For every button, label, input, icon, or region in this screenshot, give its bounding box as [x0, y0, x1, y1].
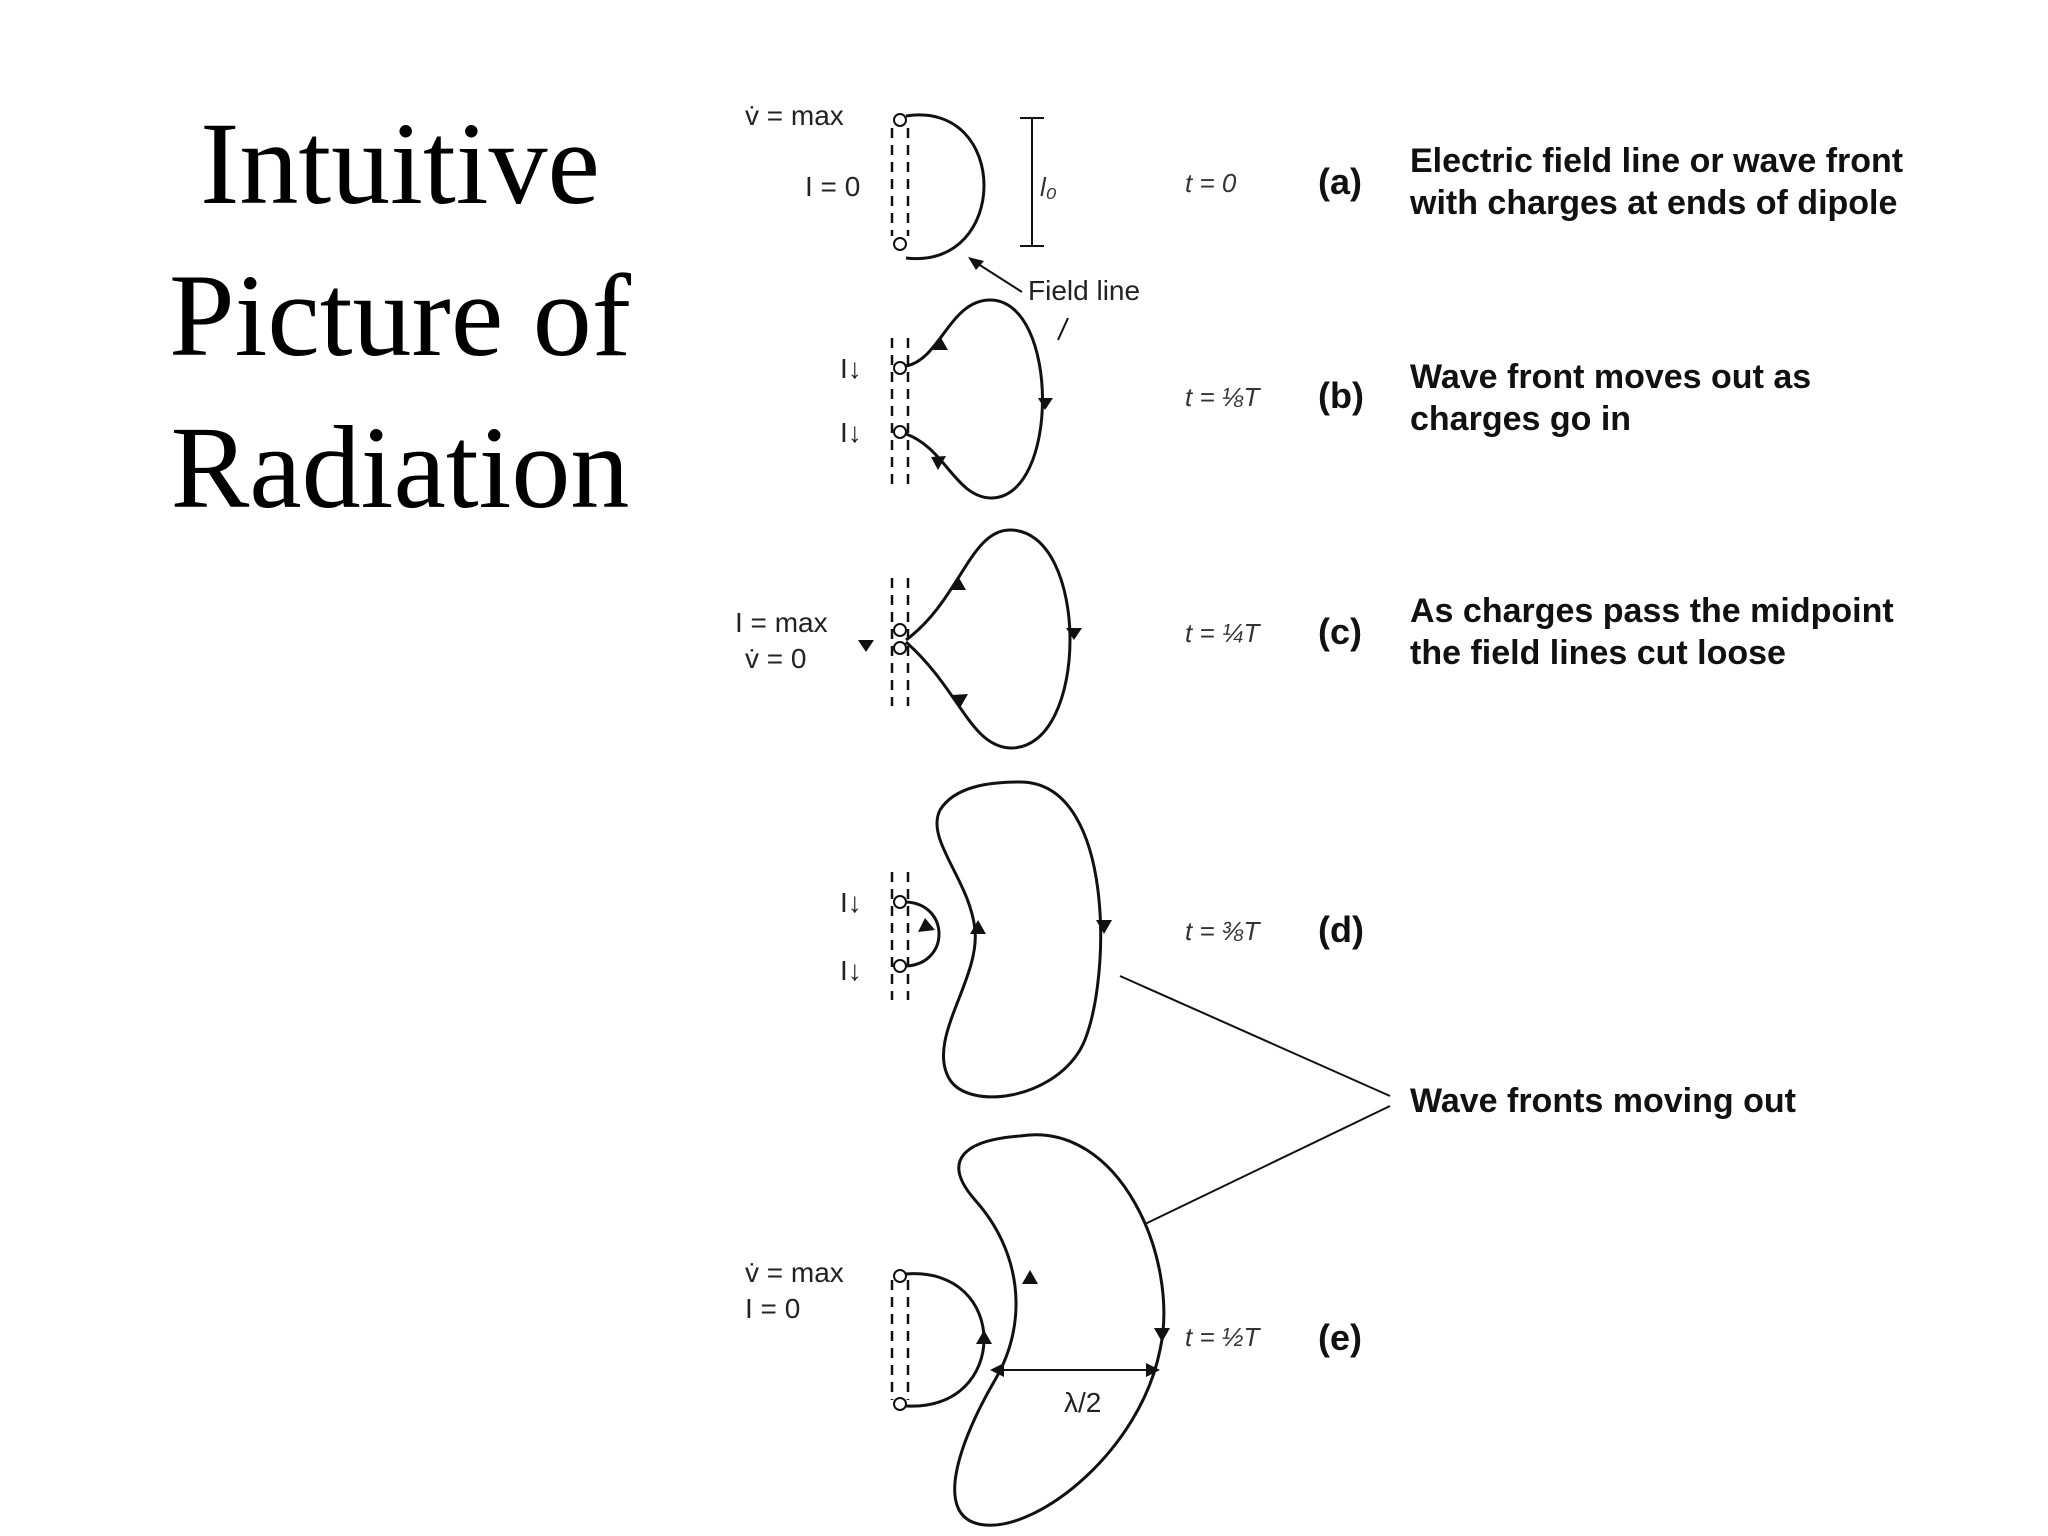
panel-e-wavelength-arrow-left [990, 1363, 1004, 1377]
panel-a-pointer-arrow [968, 257, 984, 270]
panel-c-charge-bottom [893, 641, 907, 655]
panel-c-left-bottom: v̇ = 0 [745, 643, 806, 674]
panel-d-left-bottom: I↓ [840, 955, 862, 986]
panel-a-dimension [1020, 117, 1044, 247]
panel-a-charge-top [893, 113, 907, 127]
panel-e-time: t = ½T [1185, 1322, 1262, 1352]
panel-a-letter: (a) [1318, 161, 1362, 202]
panel-e-left-top: v̇ = max [745, 1257, 844, 1288]
panel-e-dipole [890, 1280, 910, 1400]
panel-e-half-wavelength: λ/2 [1064, 1387, 1101, 1418]
panel-c-arrow-1 [951, 576, 966, 590]
panel-b-left-top: I↓ [840, 353, 862, 384]
panel-c-charge-top [893, 623, 907, 637]
panel-a-caption-2: with charges at ends of dipole [1409, 184, 1897, 222]
panel-a-dimension-label: l₀ [1040, 172, 1057, 202]
panel-e-field-line [905, 1272, 986, 1408]
panel-e-charge-top [893, 1269, 907, 1283]
panel-b-arrow-3 [931, 456, 946, 470]
panel-e-left-bottom: I = 0 [745, 1293, 800, 1324]
panel-b: I↓ I↓ t = ⅛T (b) Wave front moves out as… [840, 298, 1811, 500]
panel-d: I↓ I↓ t = ⅜T (d) [840, 780, 1364, 1099]
panel-c-left-top: I = max [735, 607, 828, 638]
panel-e-arrow-right [1154, 1328, 1170, 1342]
page-title: Intuitive Picture of Radiation [120, 88, 680, 544]
panel-d-letter: (d) [1318, 909, 1364, 950]
panel-b-field-line [905, 298, 1044, 500]
panel-a-left-top: v̇ = max [745, 100, 844, 131]
panel-c-arrow-2 [1066, 628, 1082, 640]
panel-b-dipole [890, 338, 910, 484]
panel-d-inner-loop [905, 900, 941, 968]
panel-d-time: t = ⅜T [1185, 916, 1262, 946]
panel-d-wave-front [935, 780, 1103, 1099]
panel-e-arrow-inner [976, 1330, 992, 1344]
panel-b-charge-bottom [893, 425, 907, 439]
panel-c-letter: (c) [1318, 611, 1362, 652]
panel-e-wave-front [953, 1133, 1166, 1527]
panel-a: v̇ = max I = 0 l₀ Field line t = 0 (a) E… [745, 100, 1903, 341]
panel-c-field-line [905, 528, 1072, 750]
panel-d-charge-top [893, 895, 907, 909]
panel-d-inner-arrow [918, 918, 935, 932]
panel-d-arrow-left [970, 920, 986, 934]
panel-e-arrow-left [1022, 1270, 1038, 1284]
panel-b-arrow-2 [1038, 398, 1053, 410]
panel-e-wavelength-arrow-right [1146, 1363, 1160, 1377]
panel-a-field-line-pointer [974, 261, 1023, 293]
panel-a-caption-1: Electric field line or wave front [1410, 142, 1903, 180]
panel-c: I = max v̇ = 0 t = ¼T (c) As charges pas… [735, 528, 1894, 750]
pointer-line-lower [1144, 1105, 1391, 1225]
panel-d-charge-bottom [893, 959, 907, 973]
panel-a-field-line [905, 113, 986, 260]
panel-e-charge-bottom [893, 1397, 907, 1411]
panel-b-charge-top [893, 361, 907, 375]
title-line-3: Radiation [170, 402, 630, 533]
panel-b-caption-2: charges go in [1410, 400, 1631, 438]
panel-d-left-top: I↓ [840, 887, 862, 918]
panel-c-current-arrow [858, 640, 874, 652]
panel-e: v̇ = max I = 0 λ/2 t = ½T (e) [745, 1133, 1362, 1527]
panel-c-time: t = ¼T [1185, 618, 1262, 648]
panel-c-arrow-3 [952, 694, 968, 708]
panel-a-left-bottom: I = 0 [805, 171, 860, 202]
title-line-2: Picture of [168, 250, 632, 381]
panel-a-time: t = 0 [1185, 168, 1237, 198]
panel-b-arrow-1 [933, 336, 948, 350]
field-line-label: Field line [1028, 275, 1140, 306]
shared-caption: Wave fronts moving out [1410, 1082, 1796, 1120]
pointer-line-upper [1119, 975, 1391, 1097]
panel-a-dipole [890, 128, 910, 236]
panel-c-dipole [890, 578, 910, 706]
panel-e-letter: (e) [1318, 1317, 1362, 1358]
panel-d-dipole [890, 872, 910, 1000]
panel-b-letter: (b) [1318, 375, 1364, 416]
panel-b-caption-1: Wave front moves out as [1410, 358, 1811, 396]
panel-b-time: t = ⅛T [1185, 382, 1262, 412]
panel-b-left-bottom: I↓ [840, 417, 862, 448]
panel-a-charge-bottom [893, 237, 907, 251]
title-line-1: Intuitive [200, 98, 600, 229]
panel-c-caption-1: As charges pass the midpoint [1410, 592, 1894, 630]
panel-d-arrow-right [1096, 920, 1112, 934]
panel-c-caption-2: the field lines cut loose [1410, 634, 1786, 672]
panel-b-field-line-pointer [1057, 317, 1069, 341]
